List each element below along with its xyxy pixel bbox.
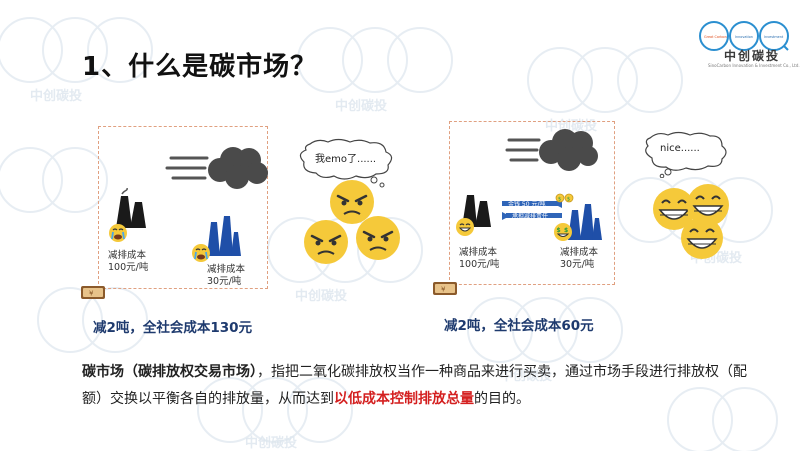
summary-term: 碳市场（碳排放权交易市场） (82, 364, 257, 380)
svg-text:$: $ (564, 227, 568, 234)
grinning-emoji-icon (456, 218, 474, 236)
grinning-emoji-group-icon (653, 184, 729, 259)
watermark-text: 中创碳投 (295, 288, 347, 304)
smoke-cloud-icon (505, 129, 598, 171)
summary-text-end: 的目的。 (474, 391, 530, 407)
svg-text:¥: ¥ (89, 290, 94, 298)
right-low-factory-label: 减排成本 30元/吨 (560, 247, 598, 271)
speech-bubble (299, 138, 393, 188)
watermark-text: 中创碳投 (30, 88, 82, 104)
cost-label: 减排成本 (459, 247, 498, 258)
coin-icon: $ $ (555, 193, 574, 203)
arrow-responsibility-label: 承担减排责任 (512, 213, 549, 220)
left-scene-caption: 减2吨，全社会成本130元 (93, 320, 253, 336)
page-title: 1、什么是碳市场？ (82, 52, 318, 82)
right-high-factory-label: 减排成本 100元/吨 (459, 247, 499, 271)
cost-label: 减排成本 (560, 247, 599, 258)
cost-value: 100元/吨 (459, 259, 500, 270)
watermark-text: 中创碳投 (335, 98, 387, 114)
summary-text: ，指把二氧化碳排放权当作一种商品来进行买卖，通过市场手段进行排放权（配额）交换以… (82, 364, 747, 407)
cost-value: 30元/吨 (207, 276, 242, 287)
logo-circle-label: Investment (764, 35, 784, 39)
svg-text:$: $ (567, 197, 570, 203)
factory-high-emission-icon (116, 188, 146, 228)
money-eyes-emoji-icon: $ $ (554, 223, 572, 241)
watermark-text: 中创碳投 (245, 435, 297, 451)
svg-text:¥: ¥ (441, 286, 446, 294)
logo-subtitle: SinoCarbon Innovation & Investment Co., … (708, 63, 800, 68)
exchange-arrows-icon (502, 200, 562, 220)
logo-circle-label: Innovation (735, 35, 753, 39)
summary-highlight: 以低成本控制排放总量 (334, 391, 474, 407)
cost-label: 减排成本 (207, 264, 246, 275)
cost-value: 100元/吨 (108, 262, 149, 273)
money-stack-icon: ¥ (433, 282, 457, 295)
right-scene-frame (449, 121, 615, 285)
money-stack-icon: ¥ (81, 286, 105, 299)
right-scene-caption: 减2吨，全社会成本60元 (444, 318, 594, 334)
left-low-factory-label: 减排成本 30元/吨 (207, 264, 245, 288)
cost-label: 减排成本 (108, 250, 147, 261)
summary-paragraph: 碳市场（碳排放权交易市场），指把二氧化碳排放权当作一种商品来进行买卖，通过市场手… (82, 359, 762, 413)
factory-low-emission-icon (207, 216, 241, 256)
speech-bubble (645, 131, 727, 178)
svg-text:$: $ (557, 227, 561, 234)
angry-emoji-group-icon (304, 180, 400, 264)
left-scene-frame (98, 126, 268, 289)
logo-circle-label: Great Carbon (704, 35, 727, 39)
company-logo: Great Carbon Innovation Investment (699, 21, 789, 51)
arrow-money-label: 金钱 50 元/吨 (508, 201, 546, 208)
speech-bubble-text: nice...... (660, 143, 700, 154)
svg-text:$: $ (558, 197, 561, 203)
logo-name: 中创碳投 (724, 49, 781, 63)
speech-bubble-text: 我emo了...... (315, 154, 377, 165)
cost-value: 30元/吨 (560, 259, 595, 270)
crying-emoji-icon (109, 224, 127, 242)
crying-emoji-icon (192, 244, 210, 262)
smoke-cloud-icon (165, 147, 268, 189)
left-high-factory-label: 减排成本 100元/吨 (108, 250, 148, 274)
